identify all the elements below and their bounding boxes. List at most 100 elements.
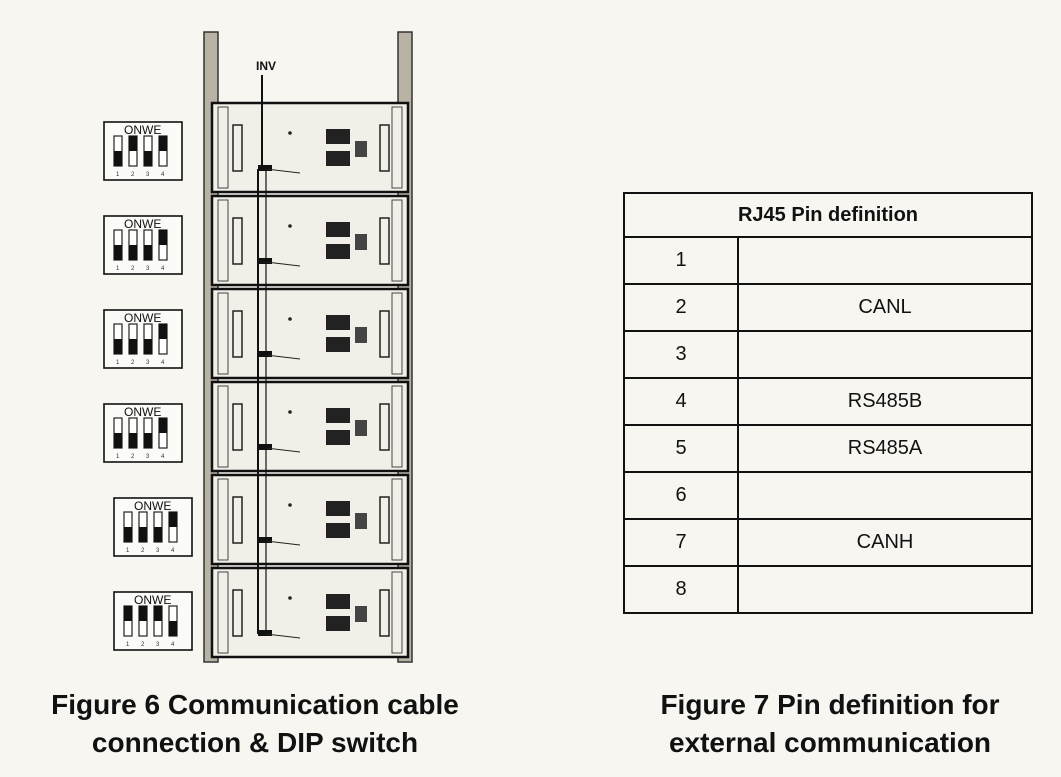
pin-number: 5 [623, 424, 739, 473]
dip-number-label: 1 [126, 548, 130, 554]
handle-right [379, 403, 390, 451]
cable-plug [258, 351, 272, 357]
cable-plug [258, 537, 272, 543]
rj45-port [326, 151, 350, 166]
pin-number: 6 [623, 471, 739, 520]
dip-toggle [129, 433, 137, 448]
dip-toggle [129, 339, 137, 354]
cable-plug [258, 444, 272, 450]
handle-left [232, 589, 243, 637]
indicator-led [288, 131, 292, 135]
dip-toggle [144, 339, 152, 354]
battery-module [210, 473, 410, 566]
figure-7-caption-line1: Figure 7 Pin definition for [660, 689, 1000, 720]
module-frame [210, 473, 410, 566]
rj45-port [326, 129, 350, 144]
pin-signal: CANH [737, 518, 1033, 567]
battery-module [210, 566, 410, 659]
pin-table-header-row: RJ45 Pin definition [623, 192, 1033, 238]
dip-toggle [159, 324, 167, 339]
dip-switch [103, 403, 183, 463]
dip-number-label: 3 [146, 172, 150, 178]
dip-toggle [154, 606, 162, 621]
dip-number-label: 3 [156, 642, 160, 648]
pin-signal [737, 471, 1033, 520]
indicator-led [288, 317, 292, 321]
dip-number-label: 2 [141, 548, 145, 554]
module-right-ear [391, 571, 403, 654]
dip-number-label: 4 [161, 360, 165, 366]
handle-left [232, 124, 243, 172]
rj45-port [326, 337, 350, 352]
module-right-ear [391, 478, 403, 561]
power-switch [355, 234, 367, 250]
dip-toggle [124, 527, 132, 542]
battery-module [210, 380, 410, 473]
rj45-port [326, 594, 350, 609]
dip-number-label: 2 [131, 266, 135, 272]
pin-number: 7 [623, 518, 739, 567]
module-frame [210, 194, 410, 287]
dip-on-label: ONWE [124, 123, 161, 137]
dip-on-label: ONWE [134, 593, 171, 607]
power-switch [355, 606, 367, 622]
battery-rack [203, 31, 413, 663]
dip-number-label: 1 [116, 266, 120, 272]
rj45-port [326, 616, 350, 631]
dip-toggle [159, 136, 167, 151]
dip-toggle [159, 418, 167, 433]
module-frame [210, 566, 410, 659]
pin-number: 1 [623, 236, 739, 285]
pin-signal: RS485B [737, 377, 1033, 426]
indicator-led [288, 596, 292, 600]
dip-toggle [169, 621, 177, 636]
indicator-led [288, 503, 292, 507]
cable-tail [265, 354, 301, 360]
handle-left [232, 217, 243, 265]
dip-number-label: 4 [171, 642, 175, 648]
dip-number-label: 4 [171, 548, 175, 554]
dip-toggle [114, 433, 122, 448]
dip-switch [103, 121, 183, 181]
dip-toggle [169, 512, 177, 527]
rj45-port [326, 244, 350, 259]
pin-row: 1 [623, 236, 1033, 285]
cable-tail [265, 540, 301, 546]
cable-tail [265, 447, 301, 453]
power-switch [355, 327, 367, 343]
rj45-port [326, 430, 350, 445]
module-right-ear [391, 385, 403, 468]
dip-switch [103, 215, 183, 275]
cable-tail [265, 168, 301, 174]
module-frame [210, 101, 410, 194]
figure-6-caption-line2: connection & DIP switch [91, 727, 419, 758]
rj45-port [326, 523, 350, 538]
module-left-ear [217, 571, 229, 654]
handle-left [232, 310, 243, 358]
dip-number-label: 2 [131, 172, 135, 178]
pin-number: 2 [623, 283, 739, 332]
dip-number-label: 1 [116, 172, 120, 178]
dip-on-label: ONWE [124, 217, 161, 231]
power-switch [355, 420, 367, 436]
handle-left [232, 496, 243, 544]
pin-number: 3 [623, 330, 739, 379]
battery-module [210, 287, 410, 380]
pin-row: 3 [623, 330, 1033, 379]
pin-signal [737, 565, 1033, 614]
dip-number-label: 1 [116, 454, 120, 460]
dip-toggle [144, 433, 152, 448]
dip-number-label: 1 [116, 360, 120, 366]
pin-signal: RS485A [737, 424, 1033, 473]
dip-number-label: 3 [146, 266, 150, 272]
pin-row: 8 [623, 565, 1033, 614]
handle-right [379, 496, 390, 544]
pin-row: 6 [623, 471, 1033, 520]
rj45-port [326, 408, 350, 423]
cable-plug [258, 630, 272, 636]
cable-tail [265, 633, 301, 639]
figure-6-caption-line1: Figure 6 Communication cable [51, 689, 459, 720]
